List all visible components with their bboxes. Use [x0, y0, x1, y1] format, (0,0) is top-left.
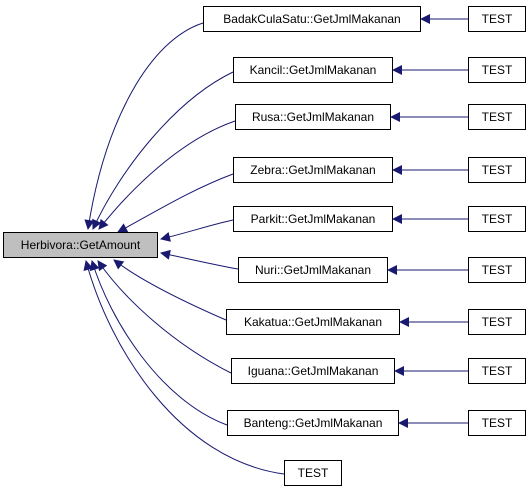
- caller-node-label: Kakatua::GetJmlMakanan: [243, 315, 383, 329]
- test-node-label: TEST: [481, 63, 513, 77]
- edge-parkit-to-root: [160, 219, 234, 242]
- caller-node-banteng[interactable]: Banteng::GetJmlMakanan: [227, 410, 399, 436]
- caller-node-label: Nuri::GetJmlMakanan: [254, 263, 372, 277]
- edge-rusa-to-root: [98, 120, 236, 230]
- caller-node-kancil[interactable]: Kancil::GetJmlMakanan: [233, 57, 393, 83]
- edge-direct-test-to-root: [83, 260, 285, 475]
- test-node-kancil[interactable]: TEST: [468, 57, 526, 83]
- edge-zebra-to-root: [117, 173, 234, 233]
- edge-iguana-to-root: [97, 260, 232, 374]
- test-node-label: TEST: [481, 315, 513, 329]
- caller-node-kakatua[interactable]: Kakatua::GetJmlMakanan: [226, 309, 400, 335]
- caller-node-label: Kancil::GetJmlMakanan: [249, 63, 377, 77]
- caller-node-iguana[interactable]: Iguana::GetJmlMakanan: [231, 358, 395, 384]
- test-node-kakatua[interactable]: TEST: [468, 309, 526, 335]
- test-node-label: TEST: [481, 416, 513, 430]
- test-node-zebra[interactable]: TEST: [468, 157, 526, 183]
- test-node-badakculasatu[interactable]: TEST: [468, 6, 526, 32]
- edge-badakculasatu-to-root: [84, 22, 204, 230]
- test-node-label: TEST: [481, 12, 513, 26]
- caller-node-label: BadakCulaSatu::GetJmlMakanan: [223, 12, 401, 26]
- test-node-parkit[interactable]: TEST: [468, 206, 526, 232]
- caller-node-rusa[interactable]: Rusa::GetJmlMakanan: [235, 104, 391, 130]
- caller-node-label: Banteng::GetJmlMakanan: [243, 416, 383, 430]
- caller-node-badakculasatu[interactable]: BadakCulaSatu::GetJmlMakanan: [203, 6, 421, 32]
- test-node-direct[interactable]: TEST: [284, 460, 342, 486]
- test-node-label: TEST: [481, 110, 513, 124]
- caller-node-parkit[interactable]: Parkit::GetJmlMakanan: [233, 206, 393, 232]
- caller-node-zebra[interactable]: Zebra::GetJmlMakanan: [233, 157, 393, 183]
- test-node-label: TEST: [481, 364, 513, 378]
- caller-node-nuri[interactable]: Nuri::GetJmlMakanan: [238, 257, 388, 283]
- test-node-nuri[interactable]: TEST: [468, 257, 526, 283]
- caller-node-label: Parkit::GetJmlMakanan: [250, 212, 376, 226]
- caller-node-label: Zebra::GetJmlMakanan: [250, 163, 376, 177]
- caller-node-label: Rusa::GetJmlMakanan: [251, 110, 375, 124]
- test-node-label: TEST: [481, 263, 513, 277]
- test-node-rusa[interactable]: TEST: [468, 104, 526, 130]
- test-node-label: TEST: [297, 466, 329, 480]
- test-node-banteng[interactable]: TEST: [468, 410, 526, 436]
- edge-kancil-to-root: [92, 71, 234, 230]
- edge-nuri-to-root: [160, 249, 239, 270]
- root-node[interactable]: Herbivora::GetAmount: [3, 232, 158, 258]
- caller-node-label: Iguana::GetJmlMakanan: [247, 364, 379, 378]
- edge-banteng-to-root: [89, 260, 228, 426]
- test-node-label: TEST: [481, 212, 513, 226]
- root-node-label: Herbivora::GetAmount: [20, 238, 141, 252]
- test-node-iguana[interactable]: TEST: [468, 358, 526, 384]
- test-node-label: TEST: [481, 163, 513, 177]
- edge-kakatua-to-root: [113, 259, 227, 321]
